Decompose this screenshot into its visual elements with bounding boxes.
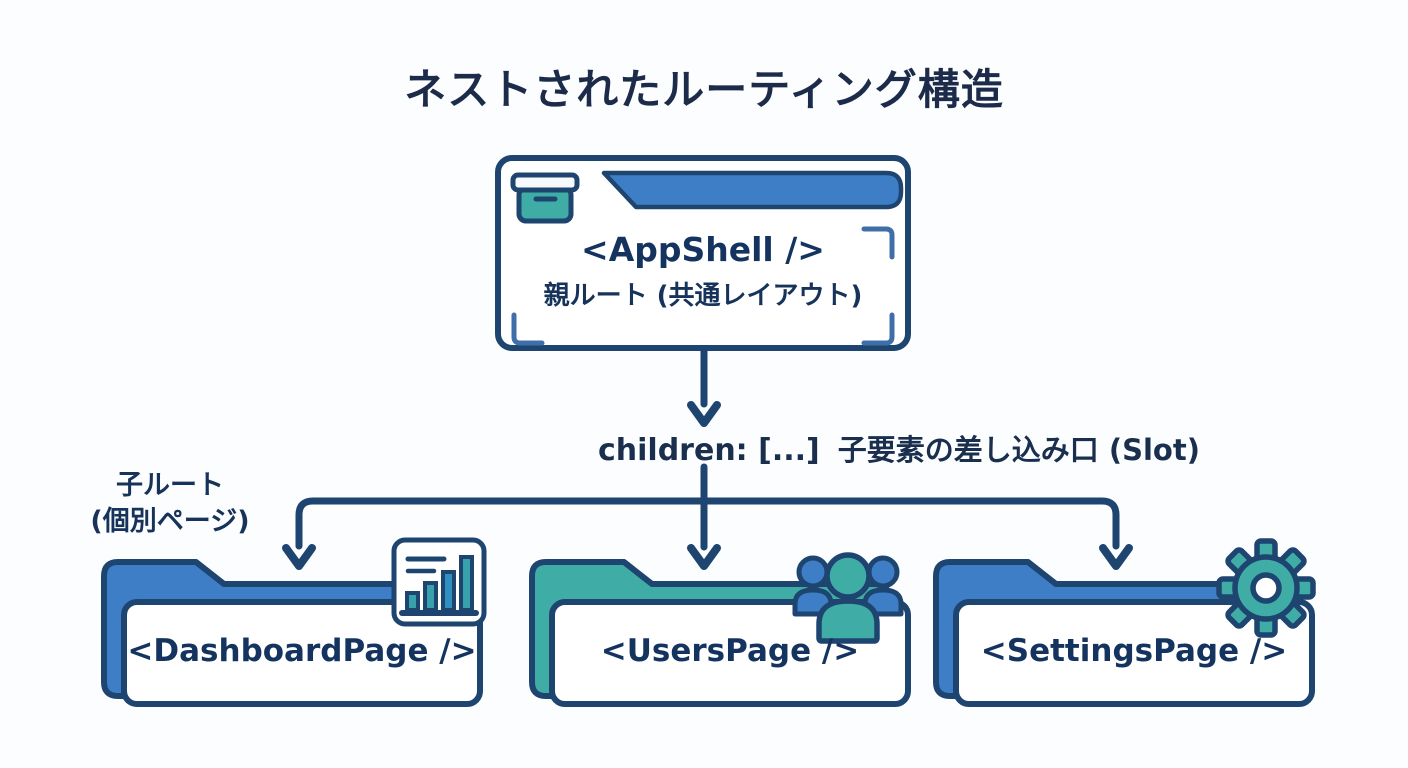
- folder-dashboard: [101, 559, 483, 707]
- folder-settings: [933, 559, 1315, 707]
- connector-arrows: [282, 347, 1133, 570]
- arrowhead-icon: [687, 401, 721, 427]
- folder-front: [121, 599, 483, 707]
- gear-icon: [1216, 538, 1316, 638]
- users-icon: [792, 552, 904, 644]
- appshell-node: <AppShell /> 親ルート (共通レイアウト): [498, 230, 908, 312]
- bar-chart-icon: [391, 537, 487, 627]
- users-page-label: <UsersPage />: [600, 633, 860, 669]
- appshell-header-bar: [601, 170, 904, 210]
- settings-page-label: <SettingsPage />: [980, 633, 1288, 669]
- appshell-component-name: <AppShell />: [581, 230, 825, 269]
- appshell-role-label: 親ルート (共通レイアウト): [543, 281, 863, 311]
- arrowhead-icon: [687, 544, 721, 570]
- slot-corner-brackets: [511, 226, 895, 346]
- folder-front: [953, 599, 1315, 707]
- appshell-card: [495, 155, 911, 351]
- child-routes-label-line1: 子ルート: [116, 470, 224, 501]
- box-icon: [510, 172, 580, 224]
- children-description-label: 子要素の差し込み口 (Slot): [837, 433, 1200, 467]
- child-routes-label-line2: (個別ページ): [90, 506, 250, 537]
- children-code-label: children: [...]: [598, 433, 820, 468]
- children-slot-note: children: [...] 子要素の差し込み口 (Slot): [598, 427, 1200, 469]
- arrow-slot-to-settings: [700, 497, 1120, 550]
- dashboard-page-label: <DashboardPage />: [127, 633, 477, 669]
- arrowhead-icon: [282, 544, 316, 570]
- page-title: ネストされたルーティング構造: [404, 65, 1004, 114]
- child-routes-label: 子ルート (個別ページ): [62, 468, 278, 540]
- arrow-slot-to-dashboard: [295, 497, 708, 550]
- arrowhead-icon: [1099, 544, 1133, 570]
